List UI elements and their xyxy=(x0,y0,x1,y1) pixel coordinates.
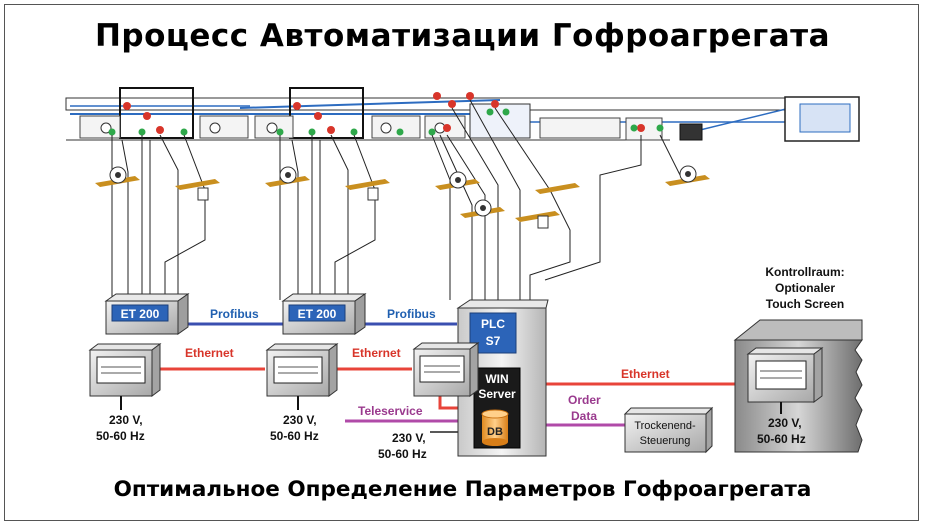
et200-unit-1: ET 200 xyxy=(104,293,190,335)
et200-label-2: ET 200 xyxy=(298,307,337,321)
order-data-label-line1: Order xyxy=(568,393,601,407)
order-data-label-line2: Data xyxy=(571,409,597,423)
profibus-label-2: Profibus xyxy=(387,307,436,321)
plc-label-line2: S7 xyxy=(486,334,501,348)
db-label: DB xyxy=(487,426,503,438)
outer-frame xyxy=(4,4,919,521)
power-label-4-line1: 230 V, xyxy=(768,416,802,430)
power-label-2-line2: 50-60 Hz xyxy=(270,429,319,443)
page-title: Процесс Автоматизации Гофроагрегата xyxy=(94,18,831,54)
trockenend-label-line2: Steuerung xyxy=(640,435,691,447)
trockenend-label-line1: Trockenend- xyxy=(634,420,696,432)
profibus-label-1: Profibus xyxy=(210,307,259,321)
power-label-3-line2: 50-60 Hz xyxy=(378,447,427,461)
page-subtitle: Оптимальное Определение Параметров Гофро… xyxy=(113,477,812,502)
ethernet-label-3: Ethernet xyxy=(621,367,670,381)
control-room-label-line3: Touch Screen xyxy=(766,297,844,311)
power-label-4-line2: 50-60 Hz xyxy=(757,432,806,446)
control-room-label-line1: Kontrollraum: xyxy=(765,265,844,279)
power-label-2-line1: 230 V, xyxy=(283,413,317,427)
dry-end-control-box: Trockenend- Steuerung xyxy=(623,406,714,454)
control-room-labels: Kontrollraum: Optionaler Touch Screen xyxy=(765,265,844,311)
corrugator-machine-line xyxy=(65,87,860,142)
plc-label-line1: PLC xyxy=(481,317,505,331)
win-server-label-line2: Server xyxy=(478,387,516,401)
power-label-1-line1: 230 V, xyxy=(109,413,143,427)
plc-control-cabinet: PLC S7 WIN Server DB xyxy=(456,299,549,457)
sensor-wiring xyxy=(111,99,681,300)
teleservice-label: Teleservice xyxy=(358,404,423,418)
win-server-label-line1: WIN xyxy=(485,372,508,386)
control-room xyxy=(733,319,863,453)
et200-unit-2: ET 200 xyxy=(281,293,367,335)
link-labels: Profibus Profibus Ethernet Ethernet Ethe… xyxy=(185,307,670,423)
operator-panel-1 xyxy=(88,343,162,410)
ethernet-label-2: Ethernet xyxy=(352,346,401,360)
operator-panel-3 xyxy=(412,342,480,397)
power-labels: 230 V, 50-60 Hz 230 V, 50-60 Hz 230 V, 5… xyxy=(96,413,806,461)
database-cylinder: DB xyxy=(481,409,509,446)
et200-label-1: ET 200 xyxy=(121,307,160,321)
network-links xyxy=(158,322,760,433)
material-spools xyxy=(95,165,710,229)
power-label-3-line1: 230 V, xyxy=(392,431,426,445)
control-room-label-line2: Optionaler xyxy=(775,281,835,295)
operator-panel-2 xyxy=(265,343,339,410)
power-label-1-line2: 50-60 Hz xyxy=(96,429,145,443)
ethernet-label-1: Ethernet xyxy=(185,346,234,360)
ethernet-link-plc xyxy=(438,396,458,410)
